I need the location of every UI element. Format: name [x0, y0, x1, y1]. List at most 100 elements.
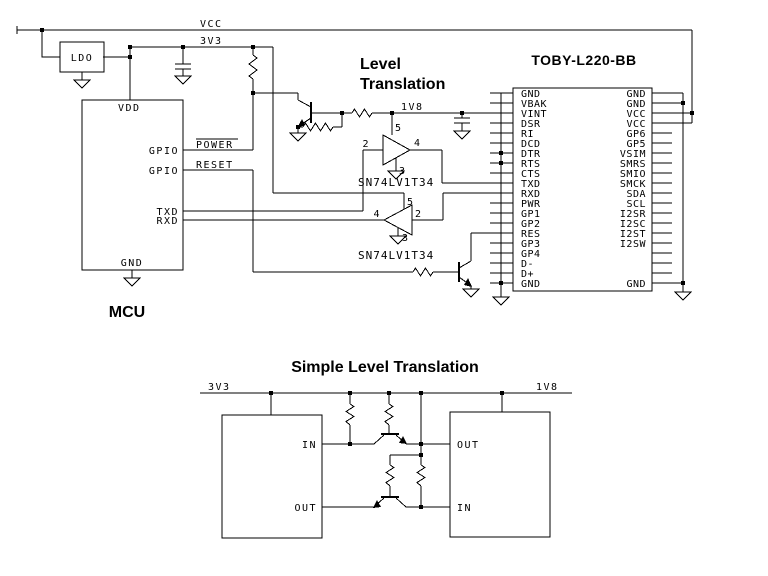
base-r2 [384, 393, 394, 433]
pin-label: DCD [521, 139, 541, 150]
buffer2-pins [272, 47, 513, 236]
module-title: TOBY-L220-BB [531, 52, 636, 68]
right-box-pin-out: OUT [457, 440, 480, 451]
mcu-box [81, 99, 184, 271]
buffer1-pin-vcc: 5 [395, 123, 402, 134]
ground-symbol [492, 296, 510, 306]
buffer2-level-shifter: 5 2 4 3 SN74LV1T34 [272, 47, 513, 262]
ground-symbol [462, 288, 480, 298]
pin-label: VCC [626, 119, 646, 130]
buffer2-pin-vcc: 5 [407, 197, 414, 208]
pin-label: RI [521, 129, 534, 140]
q2-emitter-arrow [464, 278, 472, 287]
reset-wire [183, 169, 459, 277]
decoupling-cap-3v3 [175, 47, 191, 76]
reset-net-label: RESET [196, 160, 234, 171]
pin-label: GP3 [521, 239, 541, 250]
section-title-line2: Translation [360, 76, 445, 93]
pin-label: TXD [521, 179, 541, 190]
right-box-pin-in: IN [457, 503, 472, 514]
pin-label: DTR [521, 149, 541, 160]
mcu-pin-gpio-a: GPIO [149, 146, 179, 157]
q1-wires [253, 92, 373, 133]
pin-label: SMRS [620, 159, 646, 170]
buffer2-pin-in: 2 [415, 209, 422, 220]
power-wire [183, 93, 254, 151]
pin-label: GND [626, 99, 646, 110]
power-net-label: POWER [196, 140, 234, 151]
buffer2-pin-out: 4 [373, 209, 380, 220]
pin-label: GP4 [521, 249, 541, 260]
pin-label: RTS [521, 159, 541, 170]
base-r3 [385, 454, 421, 496]
pin-label: SMIO [620, 169, 646, 180]
pin-label: GP6 [626, 129, 646, 140]
left-box-pin-out: OUT [294, 503, 317, 514]
vcc-rail: VCC [16, 19, 693, 123]
ldo-block: LDO [59, 41, 105, 89]
pin-label: DSR [521, 119, 541, 130]
mcu-block: VDD GPIO GPIO TXD RXD GND MCU [81, 99, 184, 321]
pin-label: GP5 [626, 139, 646, 150]
pin-label: D- [521, 259, 534, 270]
ldo-label: LDO [71, 53, 94, 64]
pin-label: VCC [626, 109, 646, 120]
rail-3v3-wire [103, 46, 273, 100]
power-net: POWER [183, 47, 258, 151]
rail-1v8-label: 1V8 [401, 102, 424, 113]
pin-label: I2SR [620, 209, 647, 220]
pin-label: I2ST [620, 229, 646, 240]
module-block: TOBY-L220-BB GND VBAK VINT DSR RI DCD DT… [490, 52, 692, 306]
module-vcc-bus [652, 112, 692, 124]
rail-1v8: 1V8 [372, 102, 513, 140]
left-device-box [221, 414, 323, 539]
mcu-pin-gpio-b: GPIO [149, 166, 179, 177]
buffer1-pin-in: 2 [362, 139, 369, 150]
pullup-r1 [345, 393, 355, 444]
pin-label: SMCK [620, 179, 646, 190]
buffer1-pin-out: 4 [414, 138, 421, 149]
buffer2-pin-gnd: 3 [402, 233, 409, 244]
buffer1-pins [362, 113, 513, 211]
rail-3v3-label: 3V3 [200, 36, 223, 47]
q3-emitter-arrow [399, 436, 407, 444]
ground-symbol [123, 277, 141, 287]
pin-label: VBAK [521, 99, 547, 110]
level-translation-title: Level Translation [360, 56, 445, 93]
pin-label: RES [521, 229, 541, 240]
simple-level-translation: Simple Level Translation 3V3 1V8 IN OUT … [200, 359, 572, 539]
pin-label: SCL [626, 199, 646, 210]
right-device-box [449, 411, 551, 538]
mcu-title: MCU [109, 304, 145, 321]
mcu-pin-gnd: GND [121, 258, 144, 269]
bottom-3v3-label: 3V3 [208, 382, 231, 393]
pin-label: GND [521, 279, 541, 290]
pin-label: VSIM [620, 149, 646, 160]
buffer2-part-number: SN74LV1T34 [358, 249, 434, 262]
buffer1-level-shifter: 5 2 4 3 SN74LV1T34 [358, 113, 513, 211]
pin-label: SDA [626, 189, 646, 200]
module-box [512, 87, 653, 292]
pin-label: GND [521, 89, 541, 100]
box-supply-drops [270, 393, 503, 415]
vcc-rail-wire [16, 26, 693, 123]
mcu-pin-rxd: RXD [156, 216, 179, 227]
pin-label: RXD [521, 189, 541, 200]
bottom-1v8-label: 1V8 [536, 382, 559, 393]
pin-label: D+ [521, 269, 534, 280]
bridge-transistor-top [373, 433, 407, 445]
bridge-transistor-bottom [373, 496, 407, 508]
ground-symbol [674, 291, 692, 301]
section-title-line1: Level [360, 56, 401, 73]
reset-net: RESET [183, 160, 459, 277]
mcu-pin-txd: TXD [156, 207, 179, 218]
ground-symbol [289, 132, 307, 142]
node-vertical [416, 393, 426, 507]
ground-symbol [174, 75, 192, 85]
uart-wires [183, 210, 384, 221]
pin-label: I2SC [620, 219, 646, 230]
pin-label: GP2 [521, 219, 541, 230]
pin-label: GND [626, 279, 646, 290]
